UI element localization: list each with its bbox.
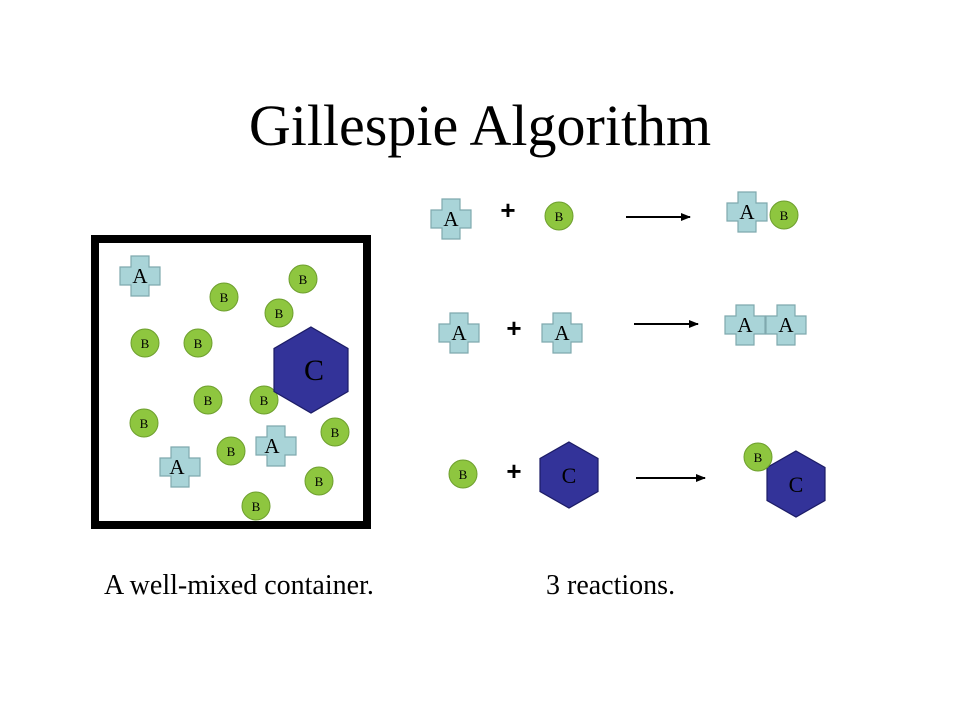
molecule-b-label: B [260,393,269,408]
molecule-b: B [216,436,246,466]
molecule-a: A [724,304,766,346]
molecule-b-label: B [275,306,284,321]
molecule-b: B [448,459,478,489]
molecule-b-label: B [299,272,308,287]
molecule-b: B [743,442,773,472]
molecule-a-label: A [739,200,755,224]
molecule-b-label: B [141,336,150,351]
molecule-a-label: A [264,434,280,458]
molecule-b: B [264,298,294,328]
product-ab: B A [726,191,799,233]
molecule-c-label: C [304,354,324,387]
molecule-b: B [288,264,318,294]
molecule-c: C [766,450,826,518]
molecule-b: B [130,328,160,358]
molecule-b-label: B [555,209,564,224]
reactions-caption: 3 reactions. [546,570,676,601]
molecule-b-label: B [315,474,324,489]
molecule-a: A [119,255,161,297]
molecule-b-label: B [194,336,203,351]
molecule-c-label: C [789,472,804,497]
product-aa: A A [724,304,807,346]
molecule-a: A [159,446,201,488]
molecule-a: A [765,304,807,346]
molecule-a: A [726,191,768,233]
reaction-3: B + C C B [448,441,826,518]
molecule-b-label: B [331,425,340,440]
molecule-a: A [541,312,583,354]
molecule-b-label: B [204,393,213,408]
molecule-a-label: A [169,455,185,479]
molecule-b: B [544,201,574,231]
molecule-c: C [539,441,599,509]
molecule-b: B [209,282,239,312]
molecule-b-label: B [252,499,261,514]
molecule-b-label: B [140,416,149,431]
molecule-b-label: B [754,450,763,465]
molecule-b: B [129,408,159,438]
product-bc: C B [743,442,826,518]
molecule-a-label: A [132,264,148,288]
molecule-b-label: B [459,467,468,482]
molecule-b-label: B [220,290,229,305]
molecule-a: A [430,198,472,240]
molecule-b: B [320,417,350,447]
plus-sign: + [500,195,515,225]
plus-sign: + [506,456,521,486]
molecule-a-label: A [443,207,459,231]
container-box [91,235,371,529]
molecule-a-label: A [737,313,753,337]
plus-sign: + [506,313,521,343]
molecule-b: B [183,328,213,358]
molecule-b: B [249,385,279,415]
molecule-a-label: A [778,313,794,337]
molecule-b: B [304,466,334,496]
reaction-2: A + A A A [438,304,807,354]
molecule-b-label: B [227,444,236,459]
reaction-1: A + B B A [430,191,799,240]
molecule-a-label: A [554,321,570,345]
molecule-b: B [193,385,223,415]
molecule-b: B [769,200,799,230]
molecule-a: A [438,312,480,354]
molecule-c: C [273,326,349,414]
container-caption: A well-mixed container. [104,570,374,601]
molecule-a: A [255,425,297,467]
molecule-b-label: B [780,208,789,223]
molecule-b: B [241,491,271,521]
container-molecules: A A A B B B [119,255,350,521]
molecule-a-label: A [451,321,467,345]
slide-title: Gillespie Algorithm [248,93,712,158]
molecule-c-label: C [562,463,577,488]
